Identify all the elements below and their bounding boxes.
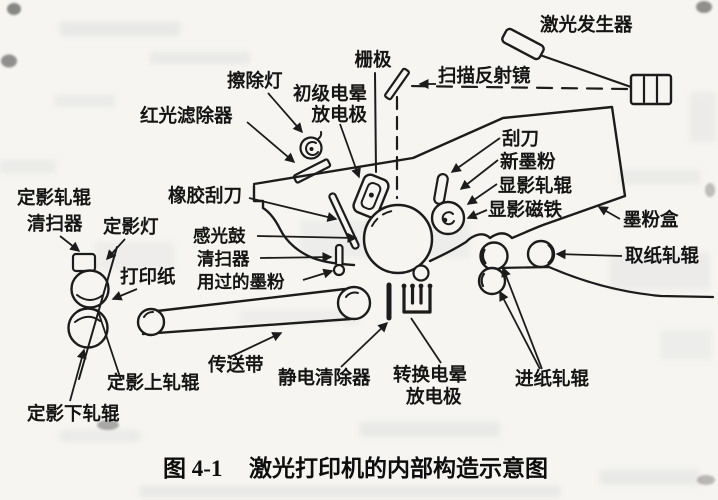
pickup-roller-shape [526, 239, 556, 269]
figure-caption-title: 激光打印机的内部构造示意图 [249, 455, 548, 481]
figure-caption: 图 4-1 激光打印机的内部构造示意图 [163, 455, 548, 481]
conveyor-belt-shape [136, 285, 372, 337]
label-primary-corona-line2: 放电极 [310, 104, 367, 126]
leader-arrows [59, 79, 623, 402]
label-scan-mirror: 扫描反射镜 [438, 65, 531, 87]
polygon-mirror-box-shape [629, 73, 673, 106]
fixing-roller-cleaner-shape [71, 252, 97, 273]
primary-corona-unit-shape [352, 173, 390, 219]
transfer-corona-shape [401, 283, 433, 314]
erase-lamp-shape [299, 131, 323, 160]
label-lower-fixing-roller: 定影下轧辊 [27, 403, 120, 425]
scanning-mirror-shape [384, 67, 410, 101]
label-rubber-blade: 橡胶刮刀 [168, 185, 242, 207]
label-fixing-lamp: 定影灯 [103, 216, 159, 238]
feed-roller-pair-shape [477, 241, 509, 296]
figure-caption-number: 图 4-1 [163, 456, 222, 481]
laser-beam-dashed-horizontal [407, 84, 629, 91]
diagram-labels: 激光发生器 扫描反射镜 栅极 擦除灯 初级电晕 放电极 红光滤除器 刮刀 新墨粉… [17, 14, 700, 425]
label-developing-magnet: 显影磁铁 [488, 199, 563, 221]
drum-cleaner-shape [332, 243, 346, 277]
label-feed-roller: 进纸轧辊 [515, 368, 590, 390]
label-red-filter: 红光滤除器 [140, 105, 233, 127]
laser-generator-shape [501, 27, 633, 89]
label-transfer-corona-line1: 转换电晕 [393, 364, 467, 386]
label-pickup-roller: 取纸轧辊 [625, 245, 700, 267]
label-static-eliminator: 静电清除器 [278, 367, 371, 389]
label-transfer-corona-line2: 放电极 [405, 386, 462, 408]
label-used-toner: 用过的墨粉 [197, 272, 285, 292]
label-blade: 刮刀 [502, 128, 539, 150]
label-conveyor-belt: 传送带 [207, 354, 264, 376]
housing-left-outline [252, 184, 356, 267]
label-fixing-roller-cleaner-line1: 定影轧辊 [17, 187, 92, 209]
housing-top-outline [252, 105, 627, 263]
red-filter-shape [292, 158, 332, 184]
paper-tray-outline [496, 265, 715, 299]
photosensitive-drum-shape [362, 203, 434, 275]
label-photosensitive-drum: 感光鼓 [193, 226, 246, 246]
upper-fixing-roller-shape [70, 269, 110, 309]
label-laser-generator: 激光发生器 [540, 14, 633, 36]
label-fixing-roller-cleaner-line2: 清扫器 [27, 213, 83, 235]
label-upper-fixing-roller: 定影上轧辊 [107, 372, 200, 394]
lower-fixing-roller-shape [67, 307, 109, 349]
fixing-unit-shape [67, 246, 118, 380]
label-drum-cleaner: 清扫器 [197, 249, 250, 269]
label-toner-box: 墨粉盒 [623, 209, 679, 231]
drum-idler-roller-shape [412, 264, 430, 282]
label-print-paper: 打印纸 [120, 266, 176, 288]
developing-unit-shape [430, 173, 466, 236]
label-erase-lamp: 擦除灯 [227, 70, 283, 92]
label-primary-corona-line1: 初级电晕 [293, 83, 367, 105]
label-developing-roller: 显影轧辊 [498, 175, 573, 197]
label-new-toner: 新墨粉 [500, 151, 556, 173]
grid-electrode-lead [374, 72, 377, 173]
label-grid-electrode: 栅极 [354, 49, 392, 71]
